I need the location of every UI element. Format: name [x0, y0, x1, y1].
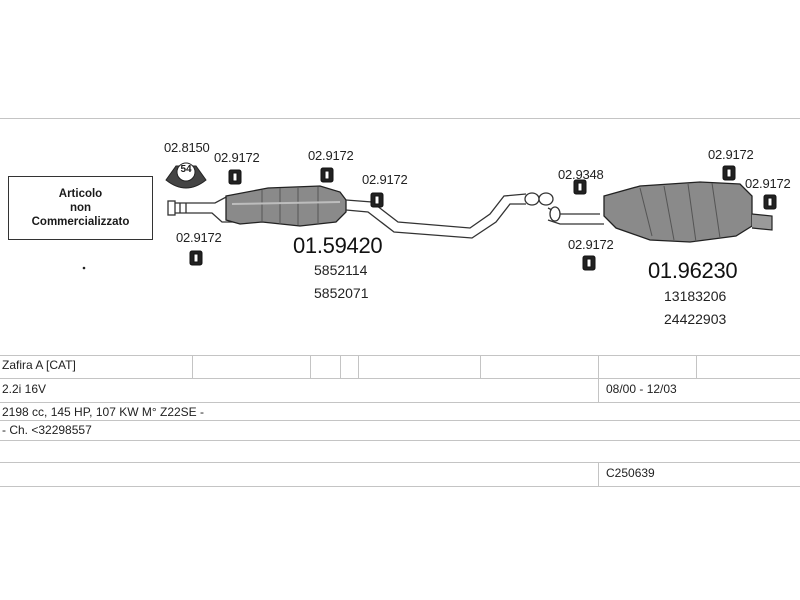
col-line-4 [358, 355, 359, 378]
row-line-2 [0, 378, 800, 379]
vehicle-engine: 2.2i 16V [2, 382, 47, 396]
rear-silencer-shape [603, 181, 773, 243]
hanger-code-g[interactable]: 02.9172 [708, 147, 754, 162]
col-line-9 [598, 462, 599, 486]
vehicle-model: Zafira A [CAT] [2, 358, 76, 372]
middle-oe-1: 5852114 [314, 262, 368, 278]
row-line-3 [0, 402, 800, 403]
top-border [0, 118, 800, 119]
note-line-3: Commercializzato [31, 216, 130, 228]
col-line-8 [598, 378, 599, 402]
rear-silencer-code[interactable]: 01.96230 [648, 258, 738, 283]
hangers [189, 165, 777, 271]
hanger-code-f[interactable]: 02.9172 [568, 237, 614, 252]
hanger-code-h[interactable]: 02.9172 [745, 176, 791, 191]
note-line-1: Articolo [58, 188, 103, 200]
vehicle-spec: 2198 cc, 145 HP, 107 KW M° Z22SE - [2, 405, 205, 419]
middle-silencer-code[interactable]: 01.59420 [293, 233, 383, 258]
note-line-2: non [69, 202, 92, 214]
middle-oe-2: 5852071 [314, 285, 369, 301]
row-line-4 [0, 420, 800, 421]
rear-oe-1: 13183206 [664, 288, 727, 304]
hanger-code-c[interactable]: 02.9172 [308, 148, 354, 163]
not-commercialized-box: Articolo non Commercializzato [8, 176, 153, 240]
hanger-code-a[interactable]: 02.9172 [214, 150, 260, 165]
clamp-label: 54 [180, 164, 192, 175]
rear-inlet-pipe [547, 206, 604, 225]
row-line-6 [0, 462, 800, 463]
rear-oe-2: 24422903 [664, 311, 727, 327]
vehicle-chassis: - Ch. <32298557 [2, 423, 92, 437]
catalog-code: C250639 [606, 466, 655, 480]
stray-dot [82, 266, 86, 270]
middle-silencer-shape [225, 185, 347, 227]
col-line-7 [696, 355, 697, 378]
col-line-1 [192, 355, 193, 378]
row-line-7 [0, 486, 800, 487]
clamp-code[interactable]: 02.8150 [164, 140, 210, 155]
hanger-code-b[interactable]: 02.9172 [176, 230, 222, 245]
hanger-code-e[interactable]: 02.9348 [558, 167, 604, 182]
col-line-5 [480, 355, 481, 378]
hanger-code-d[interactable]: 02.9172 [362, 172, 408, 187]
clamp-shape [165, 162, 207, 189]
vehicle-years: 08/00 - 12/03 [606, 382, 677, 396]
row-line-5 [0, 440, 800, 441]
col-line-2 [310, 355, 311, 378]
col-line-3 [340, 355, 341, 378]
row-line-1 [0, 355, 800, 356]
col-line-6 [598, 355, 599, 378]
